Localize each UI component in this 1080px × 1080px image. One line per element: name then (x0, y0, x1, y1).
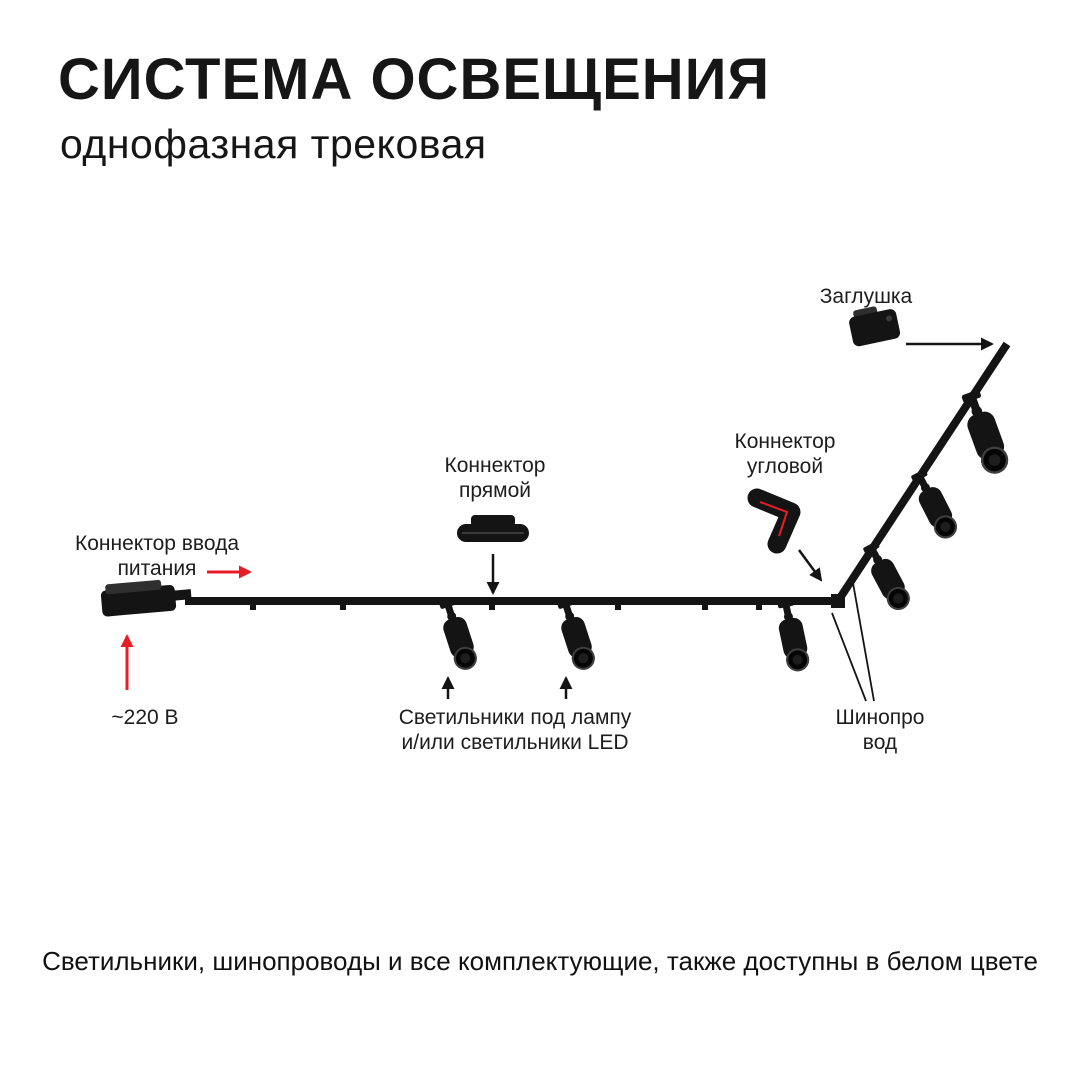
page-title: СИСТЕМА ОСВЕЩЕНИЯ (58, 47, 771, 112)
spotlight-fixture (552, 595, 600, 674)
track-corner-joint (831, 594, 845, 608)
spotlight-fixture (955, 386, 1014, 479)
power-connector-label: Коннектор ввода питания (74, 532, 239, 581)
end-cap-label: Заглушка (800, 284, 932, 309)
spotlight-fixture (772, 596, 813, 675)
end-cap-label-text: Заглушка (819, 285, 913, 308)
straight-connector-icon (457, 515, 529, 542)
busbar-pointer-line-2 (852, 582, 875, 702)
corner-connector-arrow (797, 549, 823, 582)
end-cap-icon (849, 306, 901, 347)
track-seam-nubs (250, 605, 762, 610)
corner-connector-label: Коннектор угловой (734, 430, 836, 479)
spotlight-fixture (906, 466, 963, 544)
footer-note: Светильники, шинопроводы и все комплекту… (42, 946, 1038, 976)
corner-connector-icon (747, 488, 801, 554)
straight-connector-label: Коннектор прямой (444, 454, 546, 503)
spotlight-fixture (858, 537, 916, 616)
fixtures-label: Светильники под лампу и/или светильники … (398, 706, 632, 755)
power-input-connector-icon (100, 579, 192, 617)
busbar-pointer-line-1 (831, 612, 867, 702)
busbar-label: Шинопро вод (835, 706, 925, 755)
spotlight-fixture (434, 595, 482, 674)
voltage-label: ~220 В (111, 706, 179, 729)
page-subtitle: однофазная трековая (60, 121, 487, 167)
